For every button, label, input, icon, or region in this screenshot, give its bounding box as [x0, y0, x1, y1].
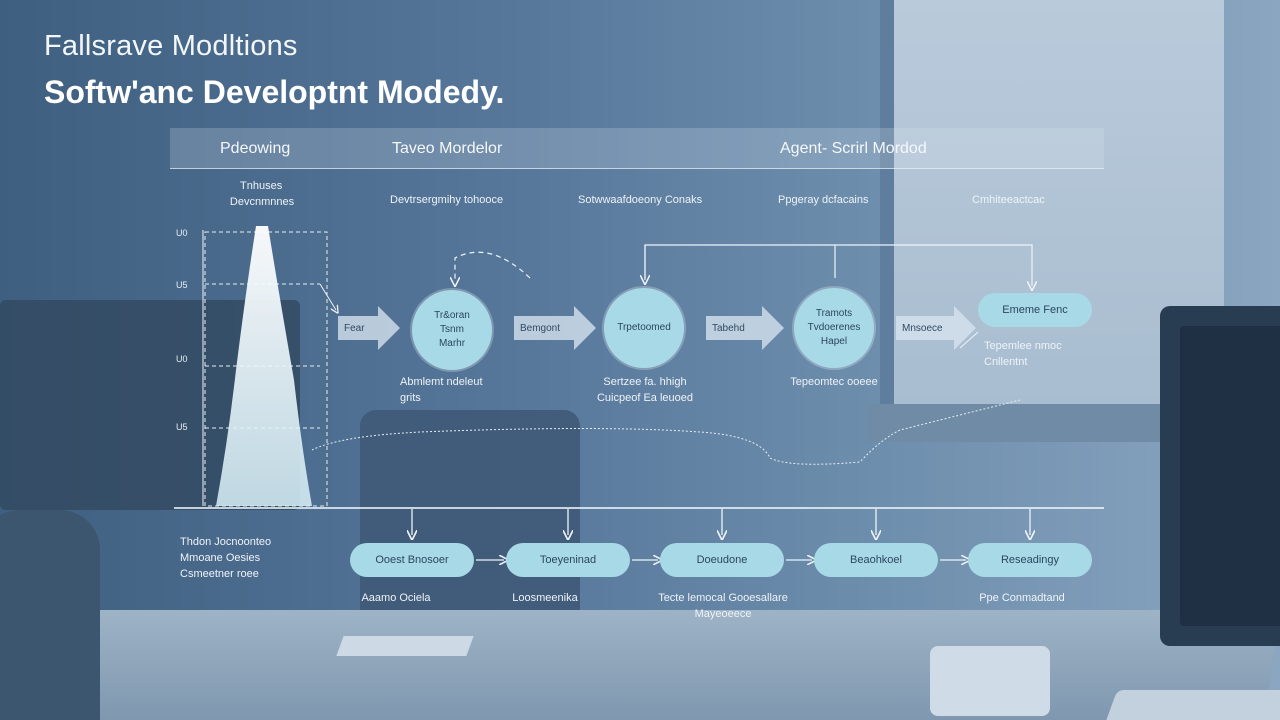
bottom-caption-3-line-2: Mayeoeece [694, 608, 752, 620]
header-divider [170, 168, 1104, 169]
stage-circle-3-line-2: Tvdoerenes [807, 322, 861, 333]
flow-arrow-4: Mnsoece [896, 306, 976, 350]
end-stage-caption: Tepemlee nmoc Cnllentnt [984, 338, 1062, 370]
stage-circle-1-line-3: Marhr [438, 338, 466, 349]
y-tick-2: U5 [176, 280, 188, 290]
chair-middle [360, 410, 580, 640]
stage-circle-1: Tr&oran Tsnm Marhr [412, 290, 492, 370]
stage-circle-3-line-1: Tramots [815, 308, 853, 319]
stage-caption-1-line-1: Abmlemt ndeleut [400, 376, 483, 388]
lower-left-label-line-2: Mmoane Oesies [180, 552, 261, 564]
subhead-3: Ppgeray dcfacains [778, 194, 869, 206]
y-tick-3: U0 [176, 354, 188, 364]
bottom-caption-1: Aaamo Ociela [350, 590, 442, 606]
flow-arrow-3: Tabehd [706, 306, 784, 350]
bottom-stage-pill-2: Toeyeninad [506, 543, 630, 577]
bottom-caption-4-line-1: Ppe Conmadtand [979, 592, 1065, 604]
bottom-stage-pill-4: Beaohkoel [814, 543, 938, 577]
stage-caption-3: Tepeomtec ooeee [784, 374, 884, 390]
column-header-2: Taveo Mordelor [392, 140, 503, 157]
bottom-stage-pill-3: Doeudone [660, 543, 784, 577]
bottom-caption-3-line-1: Tecte lemocal Gooesallare [658, 592, 788, 604]
y-tick-4: U5 [176, 422, 188, 432]
waterfall-shape [216, 226, 312, 506]
flow-arrow-1: Fear [338, 306, 400, 350]
end-stage-pill: Ememe Fenc [978, 293, 1092, 327]
arrowhead-icon [574, 306, 596, 350]
stage-circle-2-line-1: Trpetoomed [617, 322, 671, 333]
page-title: Softw'anc Developtnt Modedy. [44, 74, 505, 110]
section-divider [174, 507, 1104, 509]
chair-left [0, 510, 100, 720]
arrowhead-icon [954, 306, 976, 350]
left-panel-label-2: Devcnmnnes [229, 196, 295, 208]
bottom-caption-2-line-1: Loosmeenika [512, 592, 578, 604]
left-panel-label-1: Tnhuses [240, 180, 283, 192]
desk-cube [930, 646, 1050, 716]
subhead-1: Devtrsergmihy tohooce [390, 194, 504, 206]
lower-left-label-line-1: Thdon Jocnoonteo [180, 536, 272, 548]
stage-caption-2-line-2: Cuicpeof Ea leuoed [596, 392, 693, 404]
lower-left-label-line-3: Csmeetner roee [180, 568, 259, 580]
monitor-right-screen [1180, 326, 1280, 626]
end-stage-caption-line-2: Cnllentnt [984, 356, 1028, 368]
subhead-4: Cmhiteeactcac [972, 194, 1045, 206]
column-header-1: Pdeowing [220, 140, 291, 157]
y-tick-1: U0 [176, 228, 188, 238]
stage-circle-3: Tramots Tvdoerenes Hapel [794, 288, 874, 368]
stage-circle-2: Trpetoomed [604, 288, 684, 368]
bottom-caption-2: Loosmeenika [508, 590, 582, 606]
page-subtitle: Fallsrave Modltions [44, 30, 298, 62]
flow-arrow-4-label: Mnsoece [896, 316, 954, 340]
bottom-stage-pill-5: Reseadingy [968, 543, 1092, 577]
stage-caption-2-line-1: Sertzee fa. hhigh [603, 376, 687, 388]
arrowhead-icon [378, 306, 400, 350]
stage-circle-3-line-3: Hapel [820, 336, 848, 347]
subhead-2: Sotwwaafdoeony Conaks [578, 194, 703, 206]
header-band [170, 128, 1104, 168]
arrowhead-icon [762, 306, 784, 350]
stage-circle-1-line-1: Tr&oran [434, 310, 470, 321]
stage-circle-1-line-2: Tsnm [440, 324, 464, 335]
bottom-stage-pill-1: Ooest Bnosoer [350, 543, 474, 577]
bottom-caption-3: Tecte lemocal Gooesallare Mayeoeece [646, 590, 800, 622]
stage-caption-2: Sertzee fa. hhigh Cuicpeof Ea leuoed [580, 374, 710, 406]
column-header-3: Agent- Scrirl Mordod [780, 140, 927, 157]
stage-caption-1: Abmlemt ndeleut grits [400, 374, 483, 406]
lower-left-label: Thdon Jocnoonteo Mmoane Oesies Csmeetner… [180, 534, 271, 582]
flow-arrow-1-label: Fear [338, 316, 378, 340]
flow-arrow-2-label: Bemgont [514, 316, 574, 340]
stage-caption-3-line-1: Tepeomtec ooeee [790, 376, 878, 388]
end-stage-caption-line-1: Tepemlee nmoc [984, 340, 1062, 352]
stage-caption-1-line-2: grits [400, 392, 421, 404]
flow-arrow-2: Bemgont [514, 306, 596, 350]
flow-arrow-3-label: Tabehd [706, 316, 762, 340]
bottom-caption-1-line-1: Aaamo Ociela [361, 592, 431, 604]
bottom-caption-4: Ppe Conmadtand [970, 590, 1074, 606]
